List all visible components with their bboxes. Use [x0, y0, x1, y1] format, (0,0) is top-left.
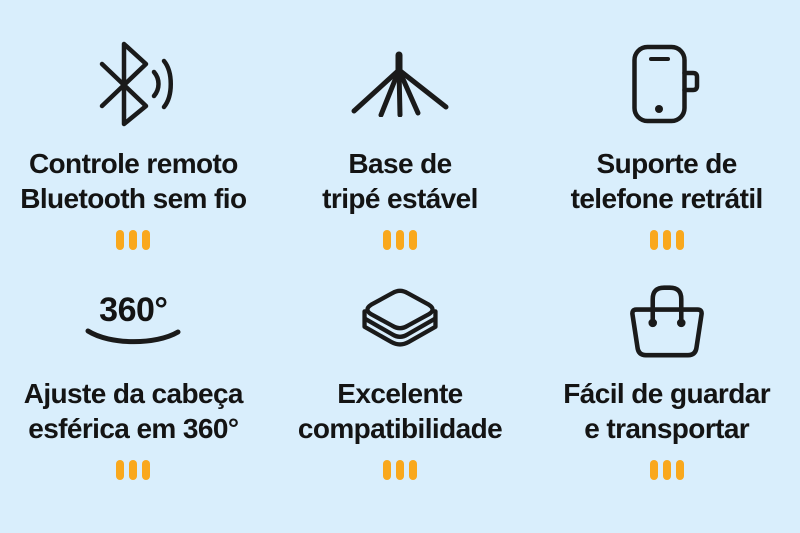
accent-dot	[662, 230, 671, 250]
accent-dot	[395, 230, 404, 250]
accent-dot	[675, 230, 684, 250]
accent-dot	[649, 460, 658, 480]
feature-title-line2: Bluetooth sem fio	[20, 183, 247, 214]
feature-icon-box	[88, 38, 178, 130]
accent-dot	[649, 230, 658, 250]
feature-title-line2: e transportar	[584, 413, 750, 444]
feature-title-line1: Excelente	[337, 378, 463, 409]
accent-dot	[408, 460, 417, 480]
carry-bag-icon	[629, 285, 704, 358]
accent-dot	[662, 460, 671, 480]
feature-cell-tripod: Base de tripé estável	[267, 0, 534, 266]
tripod-icon	[351, 51, 449, 117]
feature-title: Fácil de guardar e transportar	[563, 376, 770, 446]
feature-title-line1: Base de	[348, 148, 452, 179]
feature-title-line1: Controle remoto	[28, 148, 238, 179]
feature-cell-bluetooth: Controle remoto Bluetooth sem fio	[0, 0, 267, 266]
feature-title: Excelente compatibilidade	[297, 376, 503, 446]
feature-cell-phone-holder: Suporte de telefone retrátil	[533, 0, 800, 266]
accent-dots	[116, 230, 151, 250]
feature-title-line1: Fácil de guardar	[563, 378, 770, 409]
feature-title-line2: telefone retrátil	[570, 183, 764, 214]
feature-cell-carry: Fácil de guardar e transportar	[533, 266, 800, 533]
accent-dot	[116, 230, 125, 250]
feature-title-line1: Suporte de	[596, 148, 738, 179]
accent-dots	[649, 460, 684, 480]
accent-dot	[142, 230, 151, 250]
rotate-360-label: 360°	[99, 291, 168, 329]
accent-dot	[129, 460, 138, 480]
compatibility-box-icon	[362, 288, 438, 347]
feature-icon-box: 360°	[85, 280, 181, 360]
accent-dot	[129, 230, 138, 250]
feature-title-line1: Ajuste da cabeça	[23, 378, 244, 409]
feature-cell-compatibility: Excelente compatibilidade	[267, 266, 534, 533]
accent-dots	[116, 460, 151, 480]
accent-dot	[142, 460, 151, 480]
accent-dot	[675, 460, 684, 480]
feature-title: Base de tripé estável	[322, 146, 478, 216]
accent-dots	[382, 460, 417, 480]
feature-icon-box	[623, 280, 711, 360]
feature-title: Controle remoto Bluetooth sem fio	[20, 146, 247, 216]
accent-dot	[382, 460, 391, 480]
rotate-arc-icon	[85, 328, 181, 345]
feature-icon-box	[631, 38, 702, 130]
feature-title: Ajuste da cabeça esférica em 360°	[23, 376, 244, 446]
feature-icon-box	[354, 280, 446, 360]
phone-holder-icon	[631, 44, 699, 124]
rotate-360-icon: 360°	[85, 292, 181, 348]
bluetooth-remote-icon	[100, 41, 174, 127]
feature-title: Suporte de telefone retrátil	[570, 146, 764, 216]
feature-title-line2: compatibilidade	[297, 413, 503, 444]
accent-dots	[382, 230, 417, 250]
feature-icon-box	[350, 38, 450, 130]
feature-cell-360: 360° Ajuste da cabeça esférica em 360°	[0, 266, 267, 533]
feature-title-line2: esférica em 360°	[28, 413, 239, 444]
feature-title-line2: tripé estável	[322, 183, 478, 214]
accent-dot	[395, 460, 404, 480]
accent-dot	[408, 230, 417, 250]
accent-dot	[116, 460, 125, 480]
accent-dot	[382, 230, 391, 250]
accent-dots	[649, 230, 684, 250]
